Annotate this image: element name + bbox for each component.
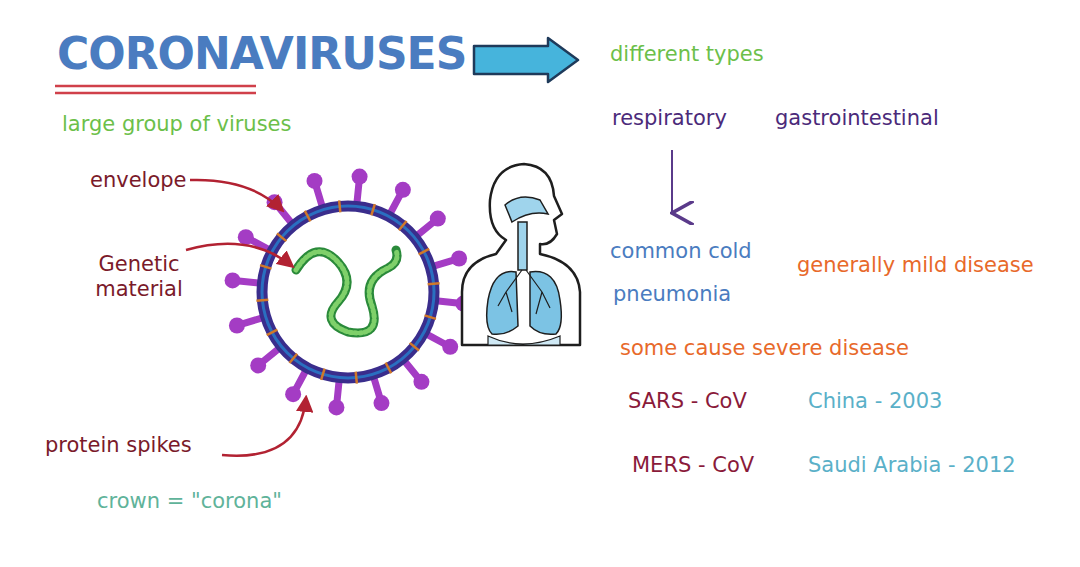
disease: common cold — [610, 239, 752, 263]
part-name: protein spikes — [45, 433, 192, 457]
label-holder: common cold — [610, 239, 752, 264]
heading: different types — [610, 42, 764, 66]
label-holder: pneumonia — [613, 282, 731, 307]
leader-arrow — [190, 180, 282, 210]
disease: pneumonia — [613, 282, 731, 306]
title-holder: CORONAVIRUSES — [57, 28, 466, 81]
label-holder: different types — [610, 42, 764, 67]
origin: Saudi Arabia - 2012 — [808, 453, 1016, 477]
origin: China - 2003 — [808, 389, 942, 413]
part-name: envelope — [90, 168, 187, 192]
underline — [55, 85, 256, 88]
note: generally mild disease — [797, 253, 1034, 277]
label-holder: respiratory — [612, 106, 727, 131]
label-holder: Genetic material — [84, 252, 194, 302]
part-name: Genetic material — [84, 252, 194, 302]
label-holder: gastrointestinal — [775, 106, 939, 131]
label-holder: large group of viruses — [62, 112, 291, 137]
note: some cause severe disease — [620, 336, 909, 360]
label-holder: SARS - CoV — [628, 389, 747, 414]
respiratory-figure — [462, 164, 580, 345]
subtitle: large group of viruses — [62, 112, 291, 136]
label-holder: Saudi Arabia - 2012 — [808, 453, 1016, 478]
block-arrow — [474, 38, 578, 82]
label-holder: protein spikes — [45, 433, 192, 458]
down-arrow — [671, 150, 673, 213]
leader-arrow — [222, 398, 306, 456]
label-holder: China - 2003 — [808, 389, 942, 414]
label-holder: envelope — [90, 168, 187, 193]
virus-name: MERS - CoV — [632, 453, 754, 477]
category: respiratory — [612, 106, 727, 130]
note: crown = "corona" — [97, 489, 282, 513]
category: gastrointestinal — [775, 106, 939, 130]
label-holder: MERS - CoV — [632, 453, 754, 478]
leader-arrow — [186, 244, 292, 266]
underline — [55, 92, 256, 95]
label-holder: some cause severe disease — [620, 336, 909, 361]
virus-illustration — [225, 169, 472, 416]
title: CORONAVIRUSES — [57, 28, 466, 79]
label-holder: generally mild disease — [797, 253, 1034, 278]
label-holder: crown = "corona" — [97, 489, 282, 514]
virus-name: SARS - CoV — [628, 389, 747, 413]
